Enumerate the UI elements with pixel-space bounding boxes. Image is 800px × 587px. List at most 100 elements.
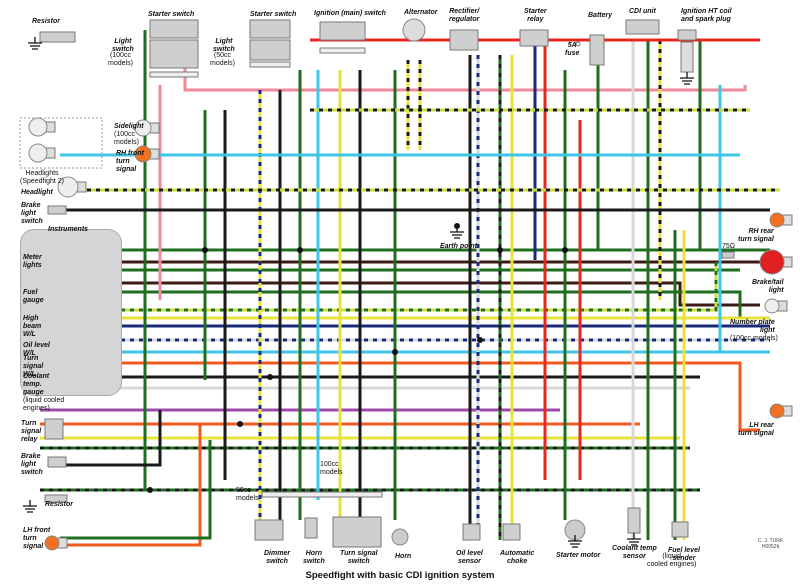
lh-rear-turn-label: LH rear turn signal — [738, 422, 774, 437]
starter-switch-100 — [149, 19, 199, 39]
headlights-sf2-label: Headlights (Speedfight 2) — [20, 170, 64, 185]
brake-switch-bottom-label: Brake light switch — [21, 453, 43, 476]
instruments-label: Instruments — [48, 226, 89, 233]
resistor-bottom-label: Resistor — [45, 501, 74, 508]
junction-dot — [497, 247, 503, 253]
lh-front-turn-label: LH front turn signal — [23, 527, 51, 550]
junction-dot — [297, 247, 303, 253]
lh-front-turn-bulb — [44, 535, 60, 551]
starter-motor-label: Starter motor — [556, 552, 601, 559]
alternator-label: Alternator — [404, 9, 438, 16]
automatic-choke — [502, 523, 521, 541]
oil-sensor-label: Oil level sensor — [456, 550, 483, 565]
earth-starter-motor — [568, 535, 582, 548]
earth-resistor-top — [28, 37, 42, 50]
earth-spark-plug — [680, 72, 694, 85]
rh-rear-turn-bulb — [769, 212, 785, 228]
coolant-gauge-note: (liquid cooled engines) — [23, 397, 65, 412]
resistor-75-label: 75Ω — [722, 243, 736, 250]
junction-dot — [202, 247, 208, 253]
wire-green-lhfront — [60, 440, 212, 540]
junction-dot — [147, 487, 153, 493]
resistor-top-label: Resistor — [32, 18, 61, 25]
oil-level-wl-label: Oil level W/L — [23, 342, 50, 357]
wire-brown-numberplate — [40, 281, 760, 307]
starter-switch-50-label: Starter switch — [250, 11, 297, 18]
fuel-gauge-label: Fuel gauge — [23, 289, 44, 304]
ht-coil — [677, 29, 697, 41]
light-switch-50 — [249, 39, 291, 61]
dimmer-switch — [254, 519, 284, 541]
earth-coolant-sensor — [627, 533, 641, 546]
earth-resistor-bottom — [23, 500, 37, 513]
headlights-box — [19, 117, 103, 169]
brake-tail-bulb — [759, 249, 785, 275]
horn-switch — [304, 517, 318, 539]
battery — [589, 34, 605, 66]
cdi-unit — [625, 19, 660, 35]
headlight-label: Headlight — [21, 189, 53, 196]
connector-bottom — [261, 491, 383, 498]
light-switch-100-label: Light switch — [112, 38, 134, 53]
sidelight-bulb — [134, 119, 152, 137]
dimmer-switch-label: Dimmer switch — [264, 550, 291, 565]
high-beam-label: High beam W/L — [23, 315, 42, 338]
sidelight-label: Sidelight — [114, 123, 144, 130]
horn — [391, 528, 409, 546]
meter-lights-label: Meter lights — [23, 254, 42, 269]
fuel-sender-label: Fuel level sender — [668, 547, 700, 562]
brake-tail-label: Brake/tail light — [752, 279, 784, 294]
headlight-bulb-1 — [28, 117, 48, 137]
note-50cc: 50cc models — [236, 487, 259, 502]
starter-switch-50 — [249, 19, 291, 39]
horn-label: Horn — [395, 553, 412, 560]
earth-point-symbol — [450, 226, 464, 239]
rh-front-turn-bulb — [134, 145, 152, 163]
wire-orange-lhfront-drop — [60, 424, 202, 547]
cdi-unit-label: CDI unit — [629, 8, 656, 15]
lh-rear-turn-bulb — [769, 403, 785, 419]
horn-switch-label: Horn switch — [303, 550, 325, 565]
connector-100 — [149, 71, 199, 78]
coolant-sensor-note: (liquid cooled engines) — [647, 553, 697, 568]
earth-point-label: Earth point — [440, 243, 477, 250]
starter-relay — [519, 29, 549, 47]
number-plate-label: Number plate light — [730, 319, 775, 334]
junction-dot — [267, 374, 273, 380]
diagram-title: Speedfight with basic CDI ignition syste… — [305, 570, 495, 581]
rectifier — [449, 29, 479, 51]
note-100cc: 100cc models — [320, 461, 343, 476]
wire-black-brake-low — [50, 410, 162, 467]
turn-signal-wl-label: Turn signal W/L — [23, 355, 44, 378]
credit: C. J. TURK H0052b — [758, 538, 784, 550]
fuse-label: 5A fuse — [565, 42, 580, 57]
junction-dot — [392, 349, 398, 355]
fuse-terminal — [575, 41, 581, 47]
headlight-bulb-2 — [28, 143, 48, 163]
battery-label: Battery — [588, 12, 613, 19]
coolant-gauge-label: Coolant temp. gauge — [23, 373, 50, 396]
ht-coil-label: Ignition HT coil and spark plug — [681, 8, 732, 23]
coolant-sensor-label: Coolant temp sensor — [612, 545, 657, 560]
turn-switch-label: Turn signal switch — [340, 550, 378, 565]
junction-dot — [237, 421, 243, 427]
light-switch-100 — [149, 39, 199, 69]
turn-signal-switch — [332, 516, 382, 548]
rh-front-turn-label: RH front turn signal — [116, 150, 144, 173]
resistor-top — [39, 31, 76, 43]
coolant-temp-sensor — [627, 507, 641, 534]
wire-green-numberplate — [40, 290, 760, 320]
light-switch-50-label: Light switch — [213, 38, 235, 53]
starter-relay-label: Starter relay — [524, 8, 547, 23]
brake-switch-top — [47, 205, 67, 215]
fuel-level-sender — [671, 521, 689, 538]
rectifier-label: Rectifier/ regulator — [449, 8, 480, 23]
rh-rear-turn-label: RH rear turn signal — [738, 228, 774, 243]
resistor-bottom — [44, 494, 68, 503]
light-switch-100-note: (100cc models) — [108, 52, 133, 67]
wire-brake-stripe — [40, 262, 718, 312]
number-plate-bulb — [764, 298, 780, 314]
brake-switch-bottom — [47, 456, 67, 468]
spark-plug — [680, 41, 694, 73]
